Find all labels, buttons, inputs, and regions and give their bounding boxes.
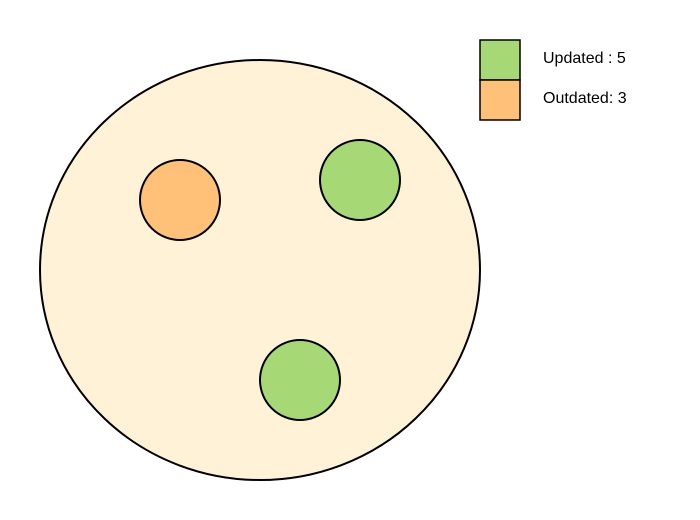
legend-swatch-updated xyxy=(479,39,521,81)
legend-swatch-outdated xyxy=(479,79,521,121)
node-circle-updated xyxy=(319,139,401,221)
node-circle-updated xyxy=(259,339,341,421)
container-circle xyxy=(39,59,481,481)
legend-label-outdated: Outdated: 3 xyxy=(543,90,627,107)
legend-label-updated: Updated : 5 xyxy=(543,50,626,67)
legend: Updated : 5 Outdated: 3 xyxy=(479,39,627,121)
node-circle-outdated xyxy=(139,159,221,241)
